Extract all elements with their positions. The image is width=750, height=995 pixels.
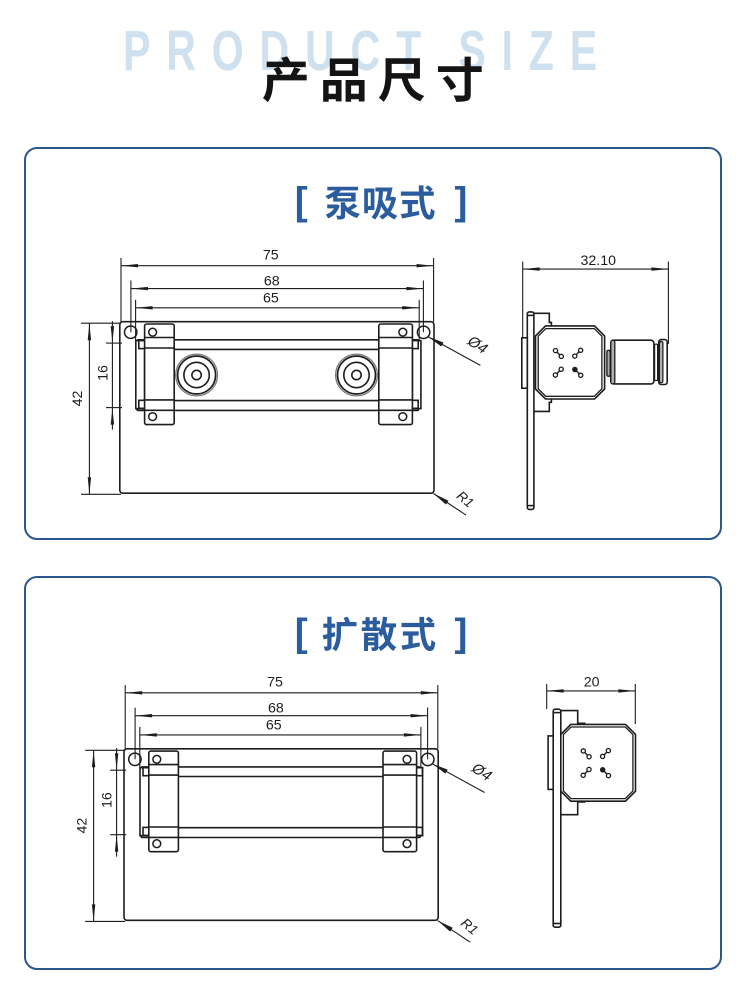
svg-text:42: 42 — [74, 818, 90, 834]
svg-text:16: 16 — [96, 365, 112, 381]
svg-text:68: 68 — [268, 701, 284, 717]
svg-text:Ø4: Ø4 — [468, 759, 495, 785]
svg-text:R1: R1 — [458, 915, 481, 938]
svg-text:75: 75 — [263, 247, 279, 263]
svg-text:[: [ — [295, 181, 308, 224]
svg-text:32.10: 32.10 — [581, 253, 617, 269]
svg-text:[: [ — [295, 612, 308, 655]
svg-text:]: ] — [455, 181, 468, 224]
svg-text:20: 20 — [584, 675, 600, 691]
svg-text:R1: R1 — [454, 488, 477, 511]
svg-text:]: ] — [455, 612, 468, 655]
svg-text:16: 16 — [100, 792, 116, 808]
svg-text:65: 65 — [266, 718, 282, 734]
svg-text:42: 42 — [70, 391, 86, 407]
svg-text:68: 68 — [264, 273, 280, 289]
svg-text:65: 65 — [263, 291, 279, 307]
svg-text:75: 75 — [267, 675, 283, 691]
svg-text:Ø4: Ø4 — [464, 332, 491, 358]
